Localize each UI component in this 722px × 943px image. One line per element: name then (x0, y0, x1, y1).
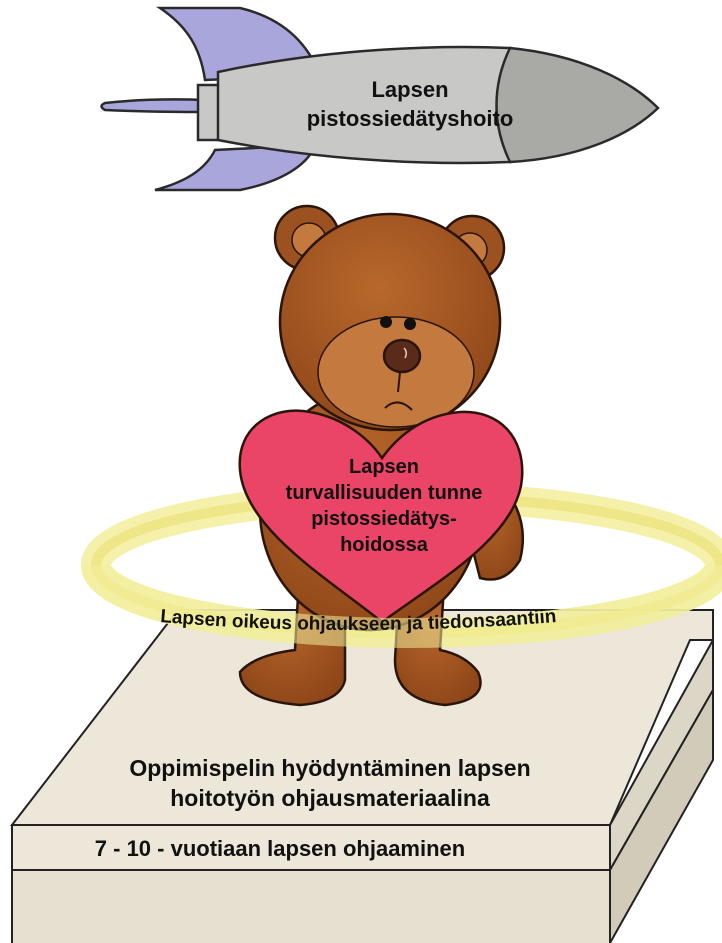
bear-left-eye (380, 316, 392, 328)
rocket-body (218, 47, 510, 163)
rocket-exhaust (198, 85, 220, 140)
heart-line-3: pistossiedätys- (311, 508, 457, 530)
platform-front-lower (12, 870, 610, 943)
rocket-line-1: Lapsen (371, 77, 448, 102)
heart-line-4: hoidossa (340, 534, 429, 556)
rocket-line-2: pistossiedätyshoito (307, 106, 514, 131)
bear-right-eye (404, 318, 416, 330)
platform-top-line-1: Oppimispelin hyödyntäminen lapsen (129, 755, 530, 781)
rocket-nose (497, 48, 659, 162)
heart-line-1: Lapsen (349, 456, 419, 478)
heart-line-2: turvallisuuden tunne (286, 482, 483, 504)
platform-top-line-2: hoitotyön ohjausmateriaalina (170, 785, 490, 811)
bear-nose (384, 340, 420, 372)
platform-band-label: 7 - 10 - vuotiaan lapsen ohjaaminen (95, 836, 465, 861)
rocket-middle-fin (102, 99, 211, 112)
platform: Oppimispelin hyödyntäminen lapsen hoitot… (12, 610, 713, 943)
